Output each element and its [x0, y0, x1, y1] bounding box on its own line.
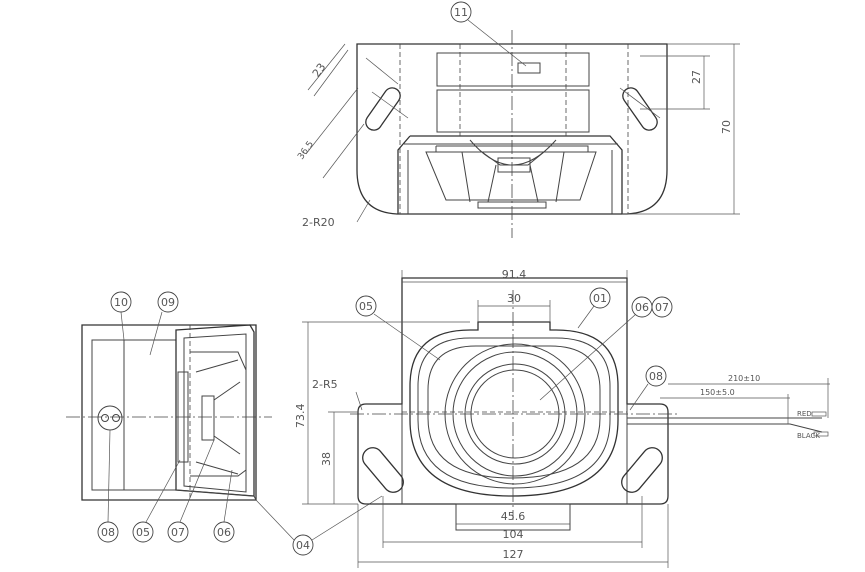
dim-38: 38: [320, 452, 333, 466]
balloon-10: 10: [114, 296, 128, 309]
balloon-05-side: 05: [136, 526, 150, 539]
balloon-11: 11: [454, 6, 468, 19]
dim-73-4: 73.4: [294, 404, 307, 429]
wire-black-label: BLACK: [797, 432, 820, 440]
right-mounting-slot: [622, 87, 658, 131]
top-view: 23 36.5 27 70 2-R20 11: [296, 1, 740, 238]
side-view-outline: [81, 324, 257, 501]
wire-red-label: RED: [797, 410, 812, 418]
balloon-01: 01: [593, 292, 607, 305]
balloon-04: 04: [296, 539, 310, 552]
dim-210: 210±10: [728, 374, 760, 383]
left-mounting-slot: [365, 87, 401, 131]
balloon-07-front: 07: [655, 301, 669, 314]
front-right-slot: [621, 447, 663, 493]
balloon-05-front: 05: [359, 300, 373, 313]
dim-r20: 2-R20: [302, 216, 335, 229]
dim-91-4: 91.4: [502, 268, 527, 281]
dim-36: 36.5: [296, 140, 316, 162]
dim-70: 70: [720, 120, 733, 134]
dim-30: 30: [507, 292, 521, 305]
balloon-09: 09: [161, 296, 175, 309]
dim-45-6: 45.6: [501, 510, 526, 523]
dim-150: 150±5.0: [700, 388, 735, 397]
front-left-slot: [362, 447, 404, 493]
front-view: RED BLACK 91.4 30 73.4 38 2-R5 45.6 104 …: [294, 268, 830, 568]
balloon-08-side: 08: [101, 526, 115, 539]
label-plate: [517, 62, 541, 74]
balloon-08-front: 08: [649, 370, 663, 383]
front-view-outline: [357, 277, 669, 505]
dim-27: 27: [690, 70, 703, 84]
side-view: 10 09 08 05 07 06 04: [66, 291, 383, 556]
balloon-07-side: 07: [171, 526, 185, 539]
balloon-06-front: 06: [635, 301, 649, 314]
dim-104: 104: [503, 528, 524, 541]
dim-127: 127: [503, 548, 524, 561]
dim-r5: 2-R5: [312, 378, 338, 391]
balloon-06-side: 06: [217, 526, 231, 539]
dim-23: 23: [310, 61, 329, 80]
